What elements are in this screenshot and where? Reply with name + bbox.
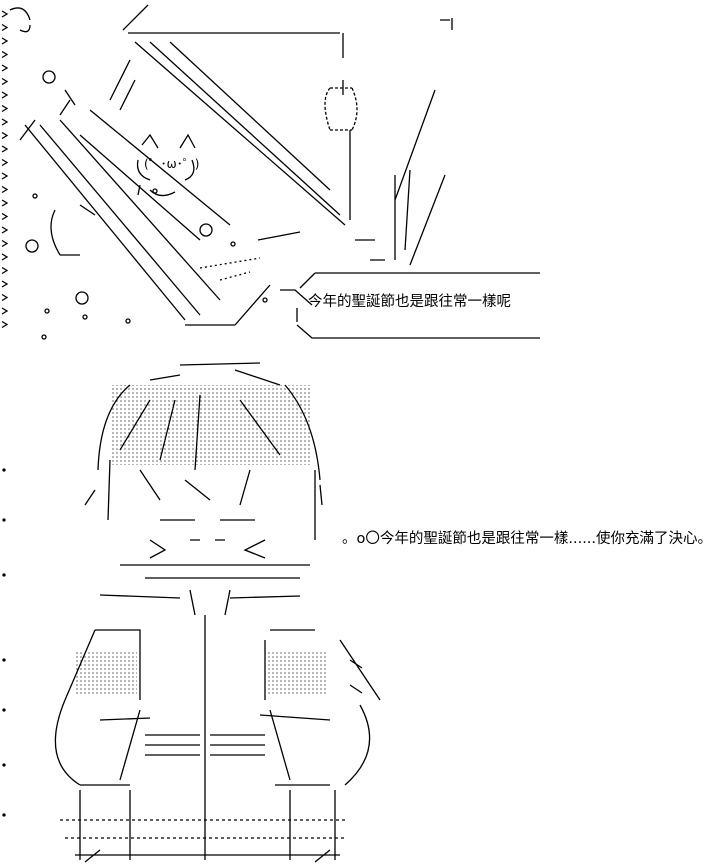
chevron-mark (1, 118, 9, 126)
chevron-mark (1, 253, 9, 261)
speech-bubble-text: 今年的聖誕節也是跟往常一樣呢 (308, 294, 511, 310)
chevron-mark (1, 266, 9, 275)
chevron-mark (1, 280, 9, 288)
chevron-mark (1, 212, 9, 221)
chevron-mark (1, 23, 9, 32)
chevron-mark (1, 104, 9, 113)
chevron-mark (1, 199, 9, 207)
chevron-mark (1, 50, 9, 59)
speech-bubble-outline (280, 272, 540, 339)
chevron-mark (1, 320, 9, 329)
chevron-mark (1, 307, 9, 315)
chevron-mark (1, 77, 9, 86)
svg-text:(゜･ω･゜): (゜･ω･゜) (144, 157, 199, 171)
character-hair (84, 362, 323, 540)
thought-text: 。o〇今年的聖誕節也是跟往常一樣......使你充滿了決心。 (342, 531, 713, 547)
chevron-mark (1, 185, 9, 194)
chevron-mark (1, 293, 9, 302)
chevron-mark (1, 91, 9, 99)
falling-box (19, 4, 453, 326)
chevron-mark (1, 172, 9, 180)
cat-face: (゜･ω･゜) (136, 133, 199, 197)
chevron-mark (1, 226, 9, 234)
chevron-mark (1, 239, 9, 248)
chevron-mark (1, 10, 9, 18)
side-dots (2, 468, 6, 817)
chevron-mark (1, 131, 9, 140)
chevron-mark (1, 37, 9, 45)
character-face (99, 519, 310, 616)
left-border-chevrons (1, 10, 9, 329)
chevron-mark (1, 145, 9, 153)
chevron-mark (1, 158, 9, 167)
character-body (54, 615, 381, 863)
bubbles (9, 7, 268, 340)
chevron-mark (1, 64, 9, 72)
